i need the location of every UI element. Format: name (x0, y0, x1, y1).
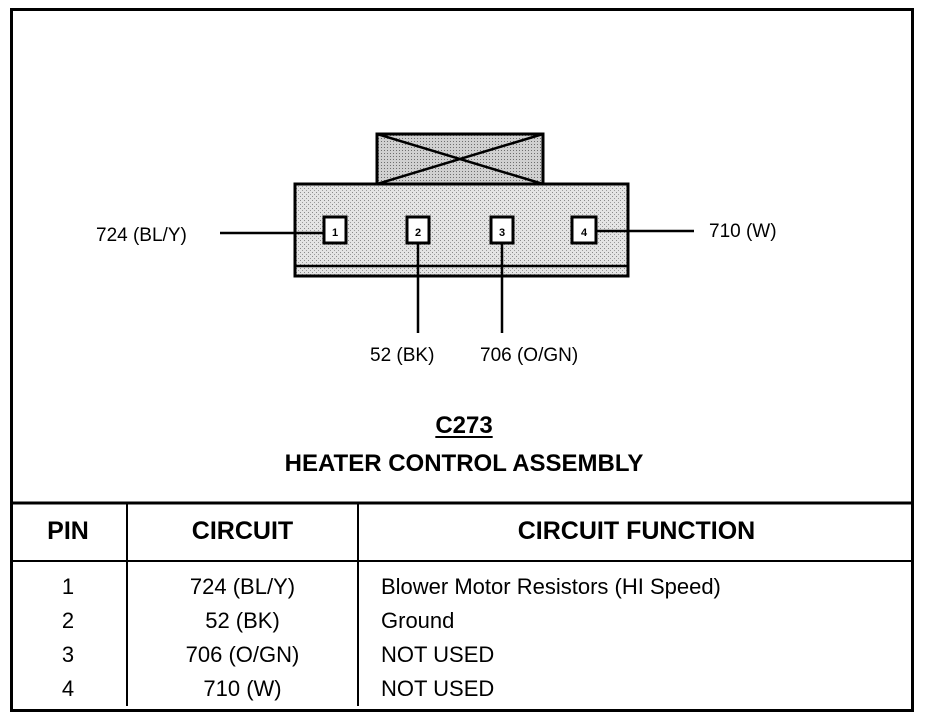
wire-label-pin-3: 706 (O/GN) (480, 345, 579, 366)
header-pin: PIN (10, 503, 127, 562)
pin-3-terminal: 3 (489, 215, 515, 245)
row-pin: 1 (61, 574, 75, 599)
table-row: 1 724 (BL/Y) Blower Motor Resistors (HI … (10, 561, 914, 604)
row-function: NOT USED (357, 638, 914, 672)
connector-latch (375, 132, 545, 186)
pin-table: PIN CIRCUIT CIRCUIT FUNCTION 1 724 (BL/Y… (10, 503, 914, 706)
connector-name: HEATER CONTROL ASSEMBLY (284, 450, 644, 477)
table-row: 3 706 (O/GN) NOT USED (10, 638, 914, 672)
row-pin: 2 (61, 608, 75, 633)
pin-4-terminal: 4 (570, 215, 598, 245)
row-circuit: 706 (O/GN) (126, 638, 358, 672)
table-row: 2 52 (BK) Ground (10, 604, 914, 638)
row-function: Ground (357, 604, 914, 638)
pin-3-number: 3 (499, 227, 505, 239)
row-circuit: 724 (BL/Y) (126, 561, 358, 604)
pin-2-number: 2 (415, 227, 421, 239)
row-circuit: 52 (BK) (126, 604, 358, 638)
pin-2-terminal: 2 (405, 215, 431, 245)
pin-table-header: PIN CIRCUIT CIRCUIT FUNCTION (10, 503, 914, 562)
row-function: NOT USED (357, 672, 914, 706)
row-function: Blower Motor Resistors (HI Speed) (357, 561, 914, 604)
row-circuit: 710 (W) (126, 672, 358, 706)
pin-1-number: 1 (332, 227, 338, 239)
row-pin: 3 (61, 642, 75, 667)
row-pin: 4 (61, 676, 75, 701)
wire-label-pin-2: 52 (BK) (370, 345, 435, 366)
pin-4-number: 4 (581, 227, 588, 239)
header-circuit: CIRCUIT (126, 503, 358, 562)
diagram-frame (10, 8, 914, 712)
wire-label-pin-1: 724 (BL/Y) (96, 225, 187, 246)
wire-label-pin-4: 710 (W) (709, 221, 777, 242)
header-circuit-function: CIRCUIT FUNCTION (357, 503, 914, 562)
connector-code: C273 (435, 412, 493, 439)
table-row: 4 710 (W) NOT USED (10, 672, 914, 706)
pin-1-terminal: 1 (322, 215, 348, 245)
